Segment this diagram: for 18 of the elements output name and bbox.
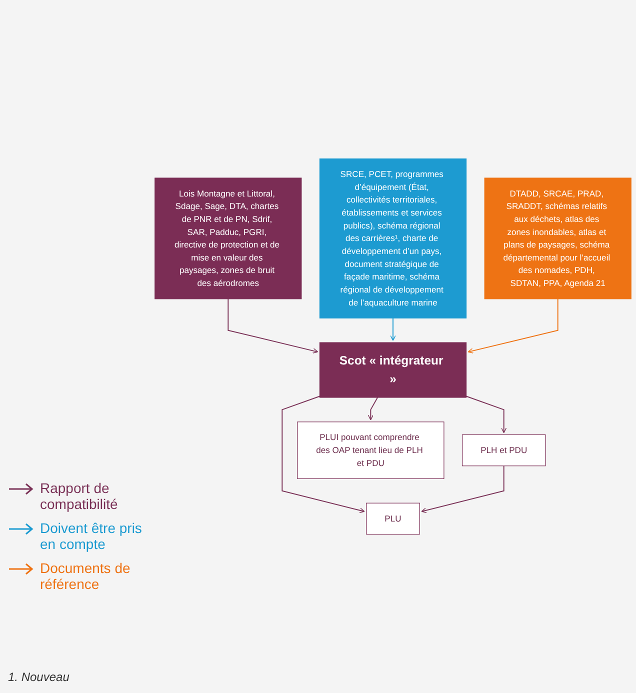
arrow [368,397,378,420]
legend-label: Doivent être pris en compte [40,520,143,552]
node-box: Scot « intégrateur » [319,342,467,398]
arrow [282,396,365,514]
node-box: PLU [366,502,420,535]
arrow [468,298,558,354]
node-box: PLUI pouvant comprendre des OAP tenant lieu de PLH et PDU [297,422,444,479]
footnote: 1. Nouveau [8,670,70,684]
legend-label: Rapport de compatibilité [40,480,119,512]
node-box: DTADD, SRCAE, PRAD, SRADDT, schémas relatifs aux déchets, atlas des zones inondables, atlas et plans de paysages, schéma départemental pour l’accueil des nomades, PDH, SDTAN, PPA, Agenda 21 [484,178,632,300]
arrow [228,298,318,354]
arrow [421,465,504,514]
node-box: SRCE, PCET, programmes d’équipement (État, collectivités territoriales, établissements et services publics), schéma régional des carrières¹, charte de développement d’un pays, document stratégique de façade maritime, schéma régional de développement de l’aquaculture marine [319,158,467,318]
legend-label: Documents de référence [40,560,132,592]
node-box: Lois Montagne et Littoral, Sdage, Sage, DTA, chartes de PNR et de PN, Sdrif, SAR, Padduc, PGRI, directive de protection et de mise en valeur des paysages, zones de bruit des aérodromes [154,178,302,300]
arrow [390,318,396,341]
arrow [466,396,507,434]
node-box: PLH et PDU [462,434,546,466]
